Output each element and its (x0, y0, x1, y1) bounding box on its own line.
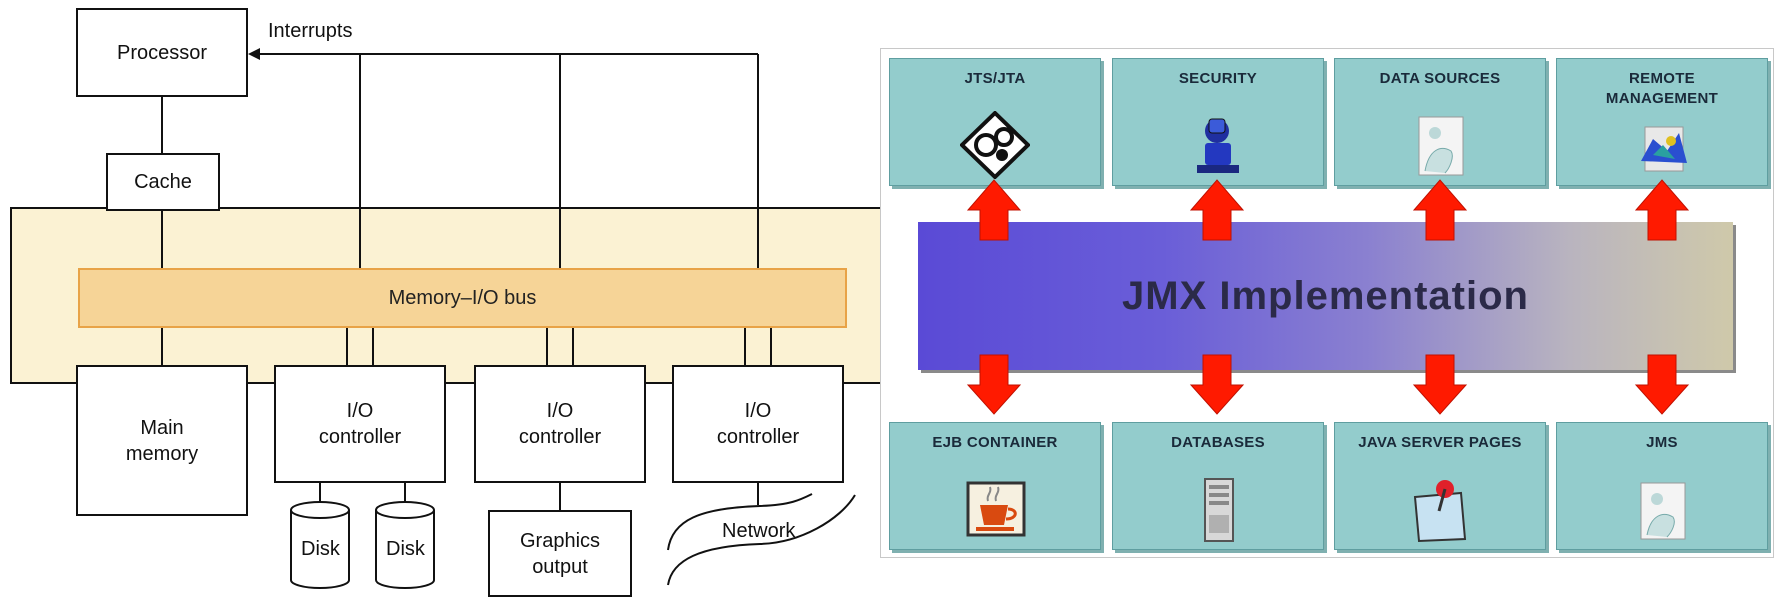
io-controller-label: I/O controller (318, 400, 402, 448)
service-java-server-pages: JAVA SERVER PAGES (1334, 422, 1546, 550)
service-jms: JMS (1556, 422, 1768, 550)
service-label: JAVA SERVER PAGES (1358, 434, 1522, 451)
service-label: DATABASES (1171, 434, 1265, 451)
processor-label: Processor (116, 41, 208, 64)
io-controller-1: I/O controller (274, 365, 446, 483)
processor-box: Processor (76, 8, 248, 97)
disk-label-2: Disk (386, 538, 425, 560)
memory-io-bus: Memory–I/O bus (78, 268, 847, 328)
service-label: SECURITY (1178, 70, 1258, 87)
disk-cylinder-2 (375, 501, 435, 589)
network-label: Network (722, 520, 796, 542)
service-remote-management: REMOTE MANAGEMENT (1556, 58, 1768, 186)
main-memory-label: Main memory (125, 416, 199, 465)
service-databases: DATABASES (1112, 422, 1324, 550)
service-data-sources: DATA SOURCES (1334, 58, 1546, 186)
service-label: EJB CONTAINER (932, 434, 1058, 451)
service-label: DATA SOURCES (1379, 70, 1501, 87)
coffee-cup-icon (966, 481, 1026, 537)
io-controller-label: I/O controller (518, 400, 602, 448)
service-label: JMS (1646, 434, 1678, 451)
graphics-output-label: Graphics output (519, 529, 601, 578)
cache-label: Cache (134, 171, 192, 193)
jmx-label: JMX Implementation (1122, 273, 1529, 318)
service-label: JTS/JTA (964, 70, 1026, 87)
service-jts-jta: JTS/JTA (889, 58, 1101, 186)
remote-management-icon (1641, 126, 1687, 172)
disk-cylinder-1 (290, 501, 350, 589)
person-at-desk-icon (1640, 482, 1686, 540)
service-label: REMOTE MANAGEMENT (1605, 70, 1719, 107)
disk-label-1: Disk (301, 538, 340, 560)
graphics-output-box: Graphics output (488, 510, 632, 597)
lock-user-icon (1197, 118, 1239, 173)
cache-box: Cache (106, 153, 220, 211)
service-ejb-container: EJB CONTAINER (889, 422, 1101, 550)
gears-icon (960, 111, 1030, 179)
service-security: SECURITY (1112, 58, 1324, 186)
network-squiggle (667, 493, 856, 586)
interrupts-label: Interrupts (268, 20, 353, 42)
document-person-icon (1418, 116, 1464, 176)
io-controller-2: I/O controller (474, 365, 646, 483)
main-memory-box: Main memory (76, 365, 248, 516)
bus-label: Memory–I/O bus (388, 286, 537, 309)
connector-lines (161, 48, 856, 589)
pin-document-icon (1413, 480, 1467, 543)
io-controller-label: I/O controller (716, 400, 800, 448)
jmx-implementation-box: JMX Implementation (918, 222, 1733, 370)
io-controller-3: I/O controller (672, 365, 844, 483)
server-tower-icon (1204, 478, 1234, 542)
